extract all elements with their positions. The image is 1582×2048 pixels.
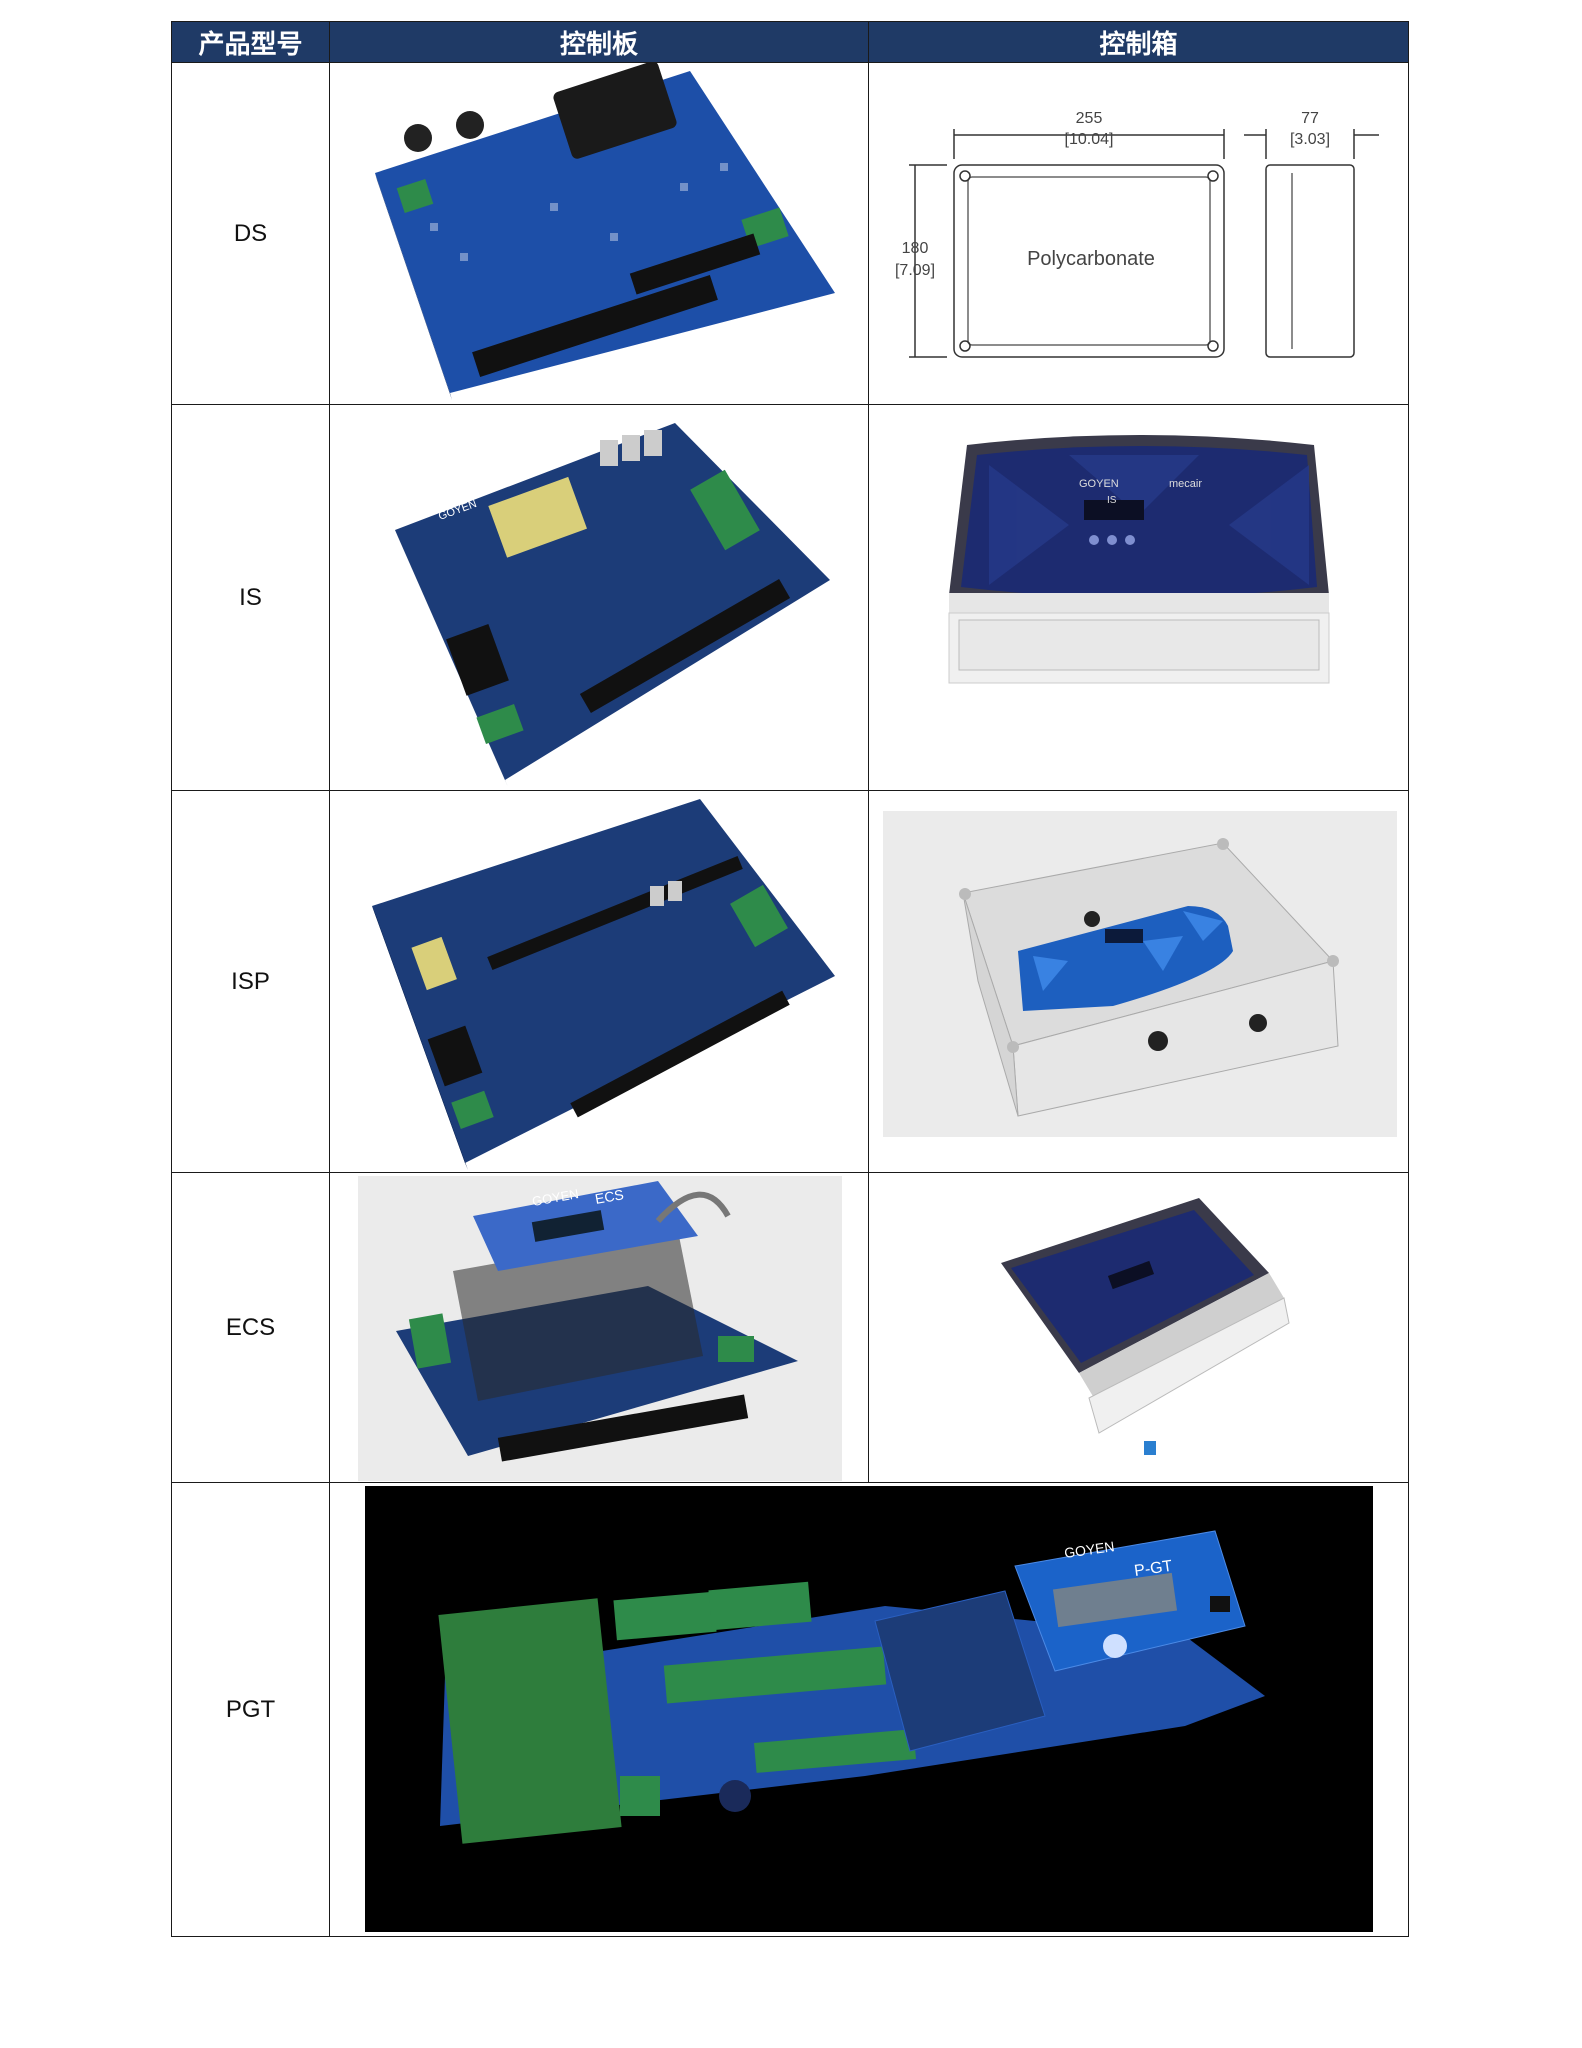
width-mm-label: 255	[1076, 110, 1103, 127]
is-box-brand2: mecair	[1169, 478, 1202, 490]
depth-in-label: [3.03]	[1290, 131, 1330, 148]
box-image-ecs	[868, 1172, 1409, 1483]
height-in-label: [7.09]	[895, 262, 935, 279]
is-box-brand: GOYEN	[1079, 478, 1119, 490]
ecs-model-label: ECS	[594, 1186, 625, 1207]
header-control-board: 控制板	[329, 21, 869, 63]
product-table: 产品型号 控制板 控制箱 DS	[171, 21, 1409, 1937]
model-is: IS	[171, 404, 330, 791]
height-mm-label: 180	[902, 240, 929, 257]
board-image-isp	[329, 790, 869, 1173]
pgt-model-label: P-GT	[1133, 1558, 1173, 1580]
board-image-ds	[329, 62, 869, 405]
model-isp: ISP	[171, 790, 330, 1173]
model-ds: DS	[171, 62, 330, 405]
box-image-is: GOYEN mecair IS	[868, 404, 1409, 791]
model-pgt: PGT	[171, 1482, 330, 1937]
header-control-box: 控制箱	[868, 21, 1409, 63]
pgt-brand: GOYEN	[1063, 1538, 1115, 1561]
board-image-pgt: GOYEN P-GT	[329, 1482, 1409, 1937]
depth-mm-label: 77	[1301, 110, 1319, 127]
header-model: 产品型号	[171, 21, 330, 63]
model-ecs: ECS	[171, 1172, 330, 1483]
board-image-is: GOYEN	[329, 404, 869, 791]
box-drawing-ds: 255 [10.04] 77 [3.03] 180 [7.09] Polycar…	[868, 62, 1409, 405]
width-in-label: [10.04]	[1065, 131, 1114, 148]
box-image-isp	[868, 790, 1409, 1173]
material-label: Polycarbonate	[1027, 248, 1155, 270]
board-image-ecs: GOYEN ECS	[329, 1172, 869, 1483]
is-box-model: IS	[1107, 495, 1117, 506]
